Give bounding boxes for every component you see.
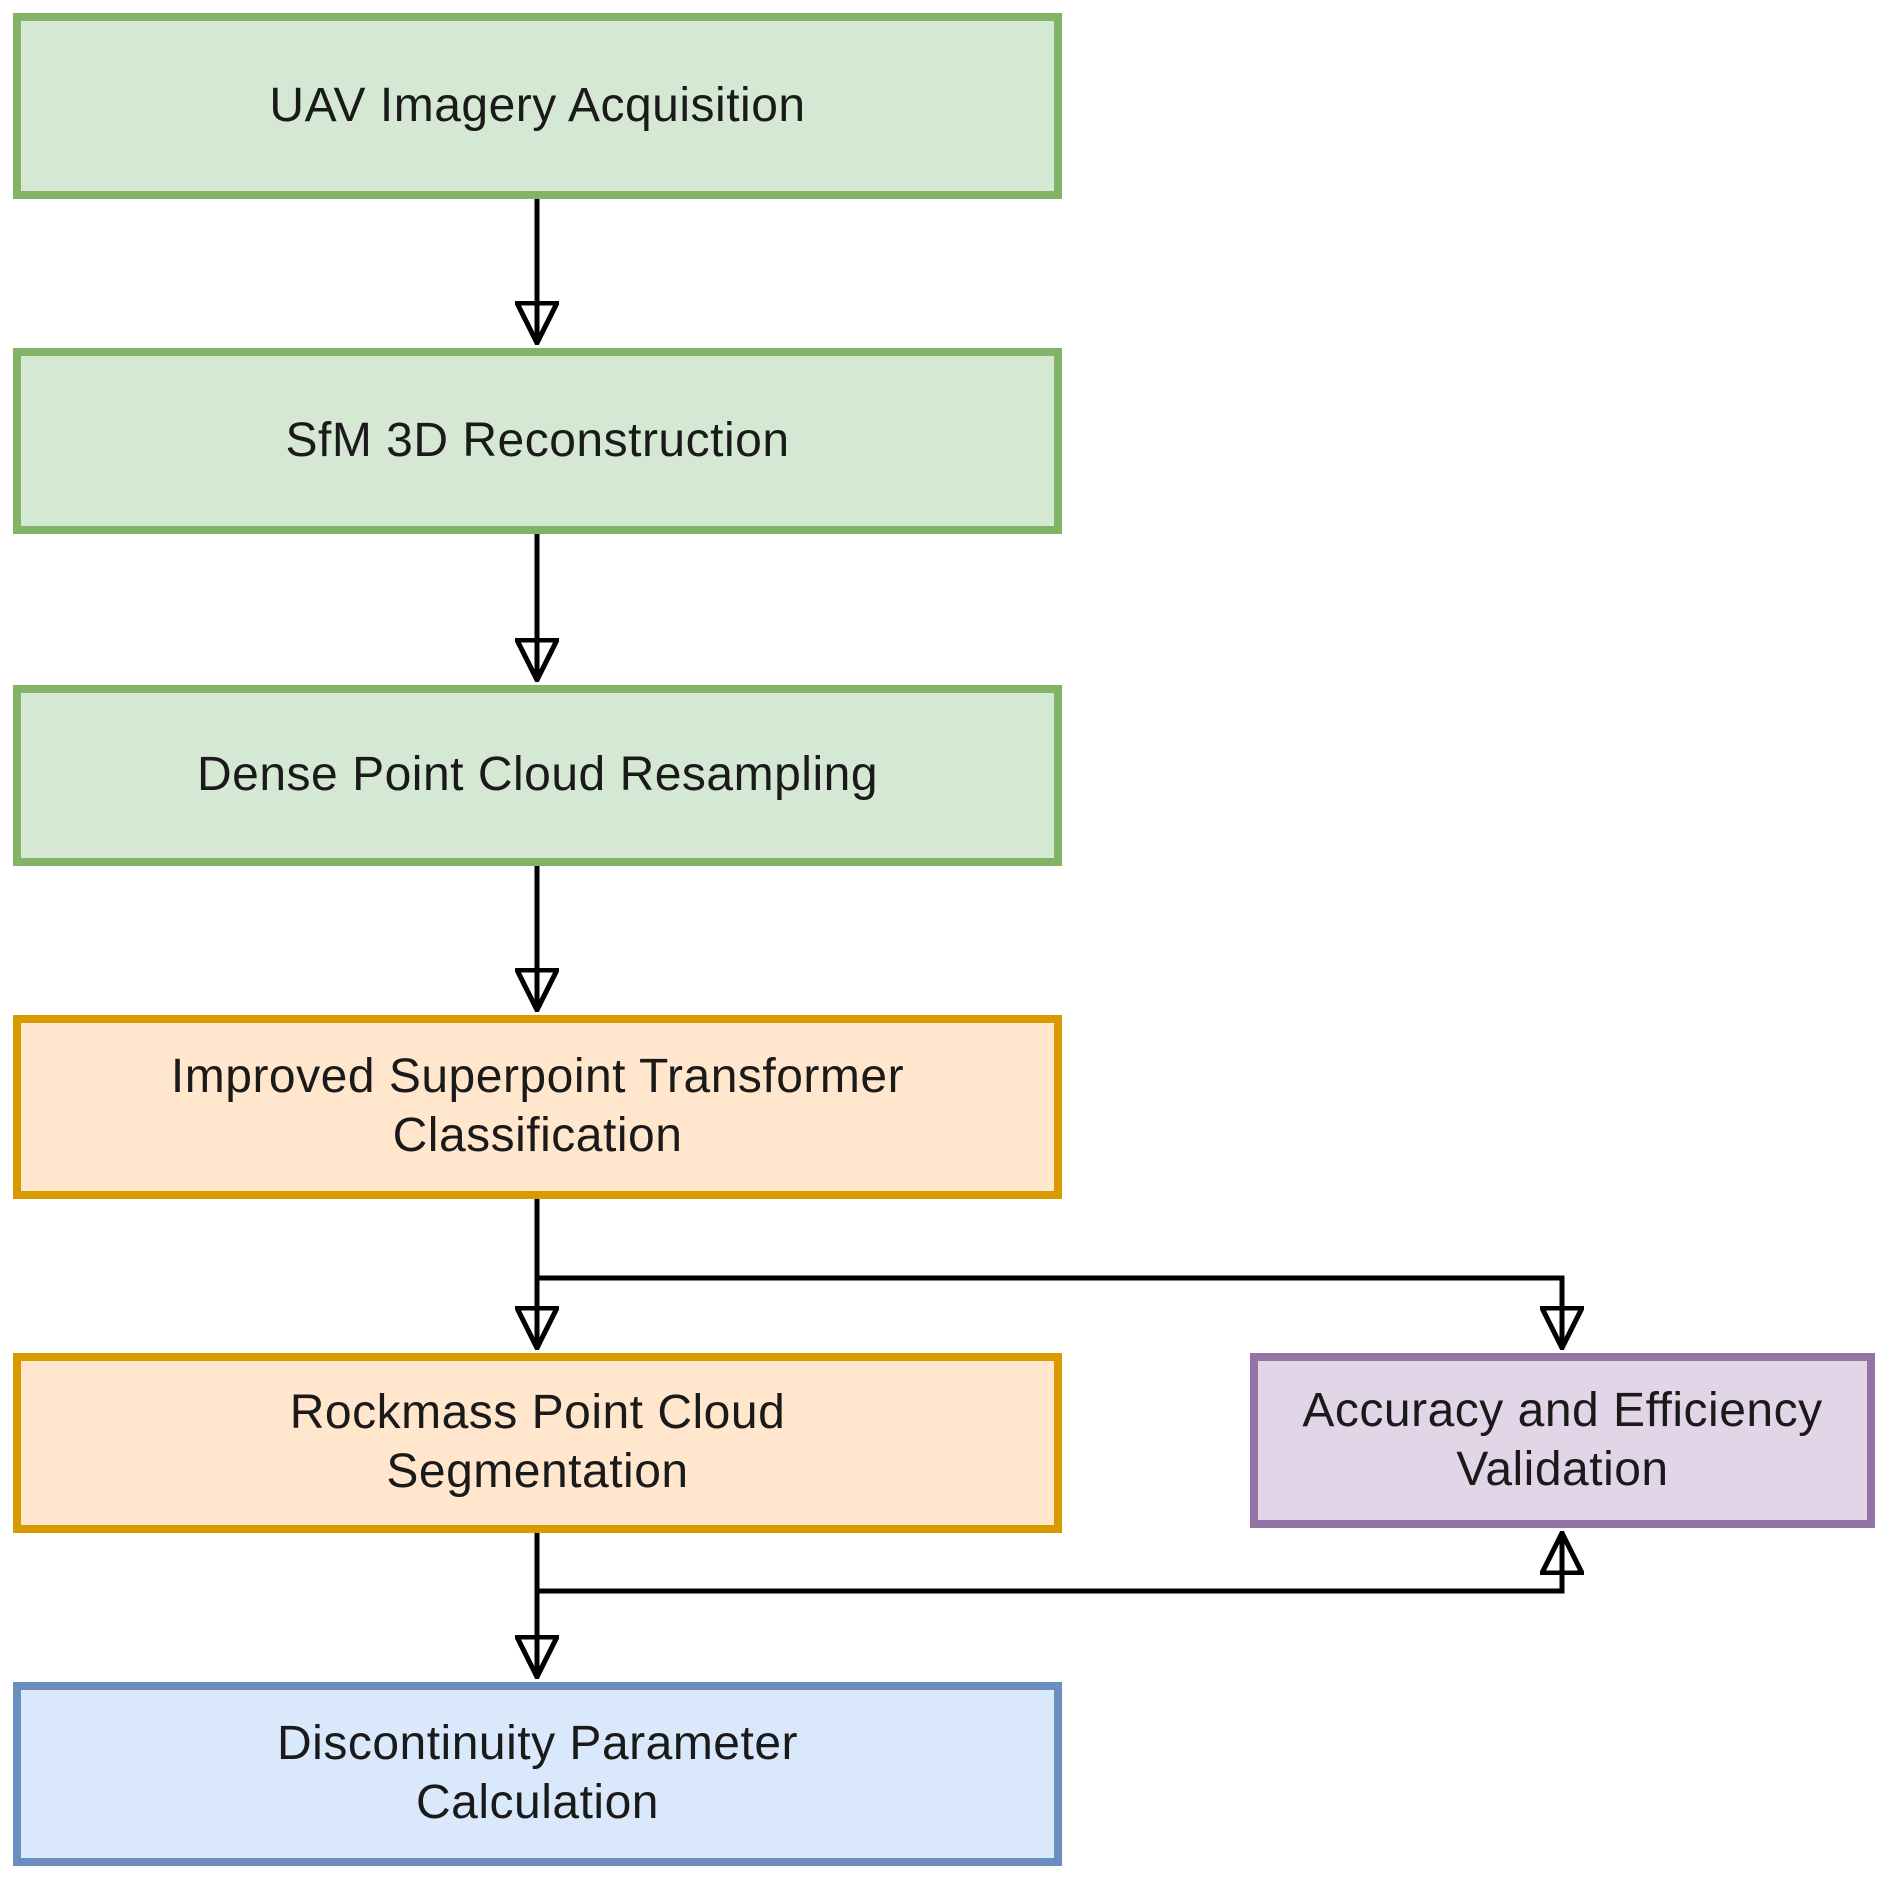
edge-spt-to-validation xyxy=(537,1275,1562,1346)
node-label: Discontinuity Parameter Calculation xyxy=(276,1717,799,1829)
node-uav-imagery-acquisition: UAV Imagery Acquisition xyxy=(13,13,1062,199)
node-dense-point-cloud-resampling: Dense Point Cloud Resampling xyxy=(13,685,1062,866)
node-rockmass-point-cloud-segmentation: Rockmass Point Cloud Segmentation xyxy=(13,1353,1062,1533)
node-label: SfM 3D Reconstruction xyxy=(285,413,790,467)
node-improved-superpoint-transformer-classification: Improved Superpoint Transformer Classifi… xyxy=(13,1015,1062,1199)
node-label: Dense Point Cloud Resampling xyxy=(196,748,879,802)
node-discontinuity-parameter-calculation: Discontinuity Parameter Calculation xyxy=(13,1682,1062,1866)
node-label: Improved Superpoint Transformer Classifi… xyxy=(170,1050,905,1162)
node-label: Accuracy and Efficiency Validation xyxy=(1302,1383,1823,1496)
node-sfm-3d-reconstruction: SfM 3D Reconstruction xyxy=(13,348,1062,534)
node-accuracy-and-efficiency-validation: Accuracy and Efficiency Validation xyxy=(1250,1353,1875,1528)
node-label: UAV Imagery Acquisition xyxy=(269,78,806,132)
edge-rockmass-to-validation xyxy=(537,1535,1562,1594)
node-label: Rockmass Point Cloud Segmentation xyxy=(289,1386,786,1498)
